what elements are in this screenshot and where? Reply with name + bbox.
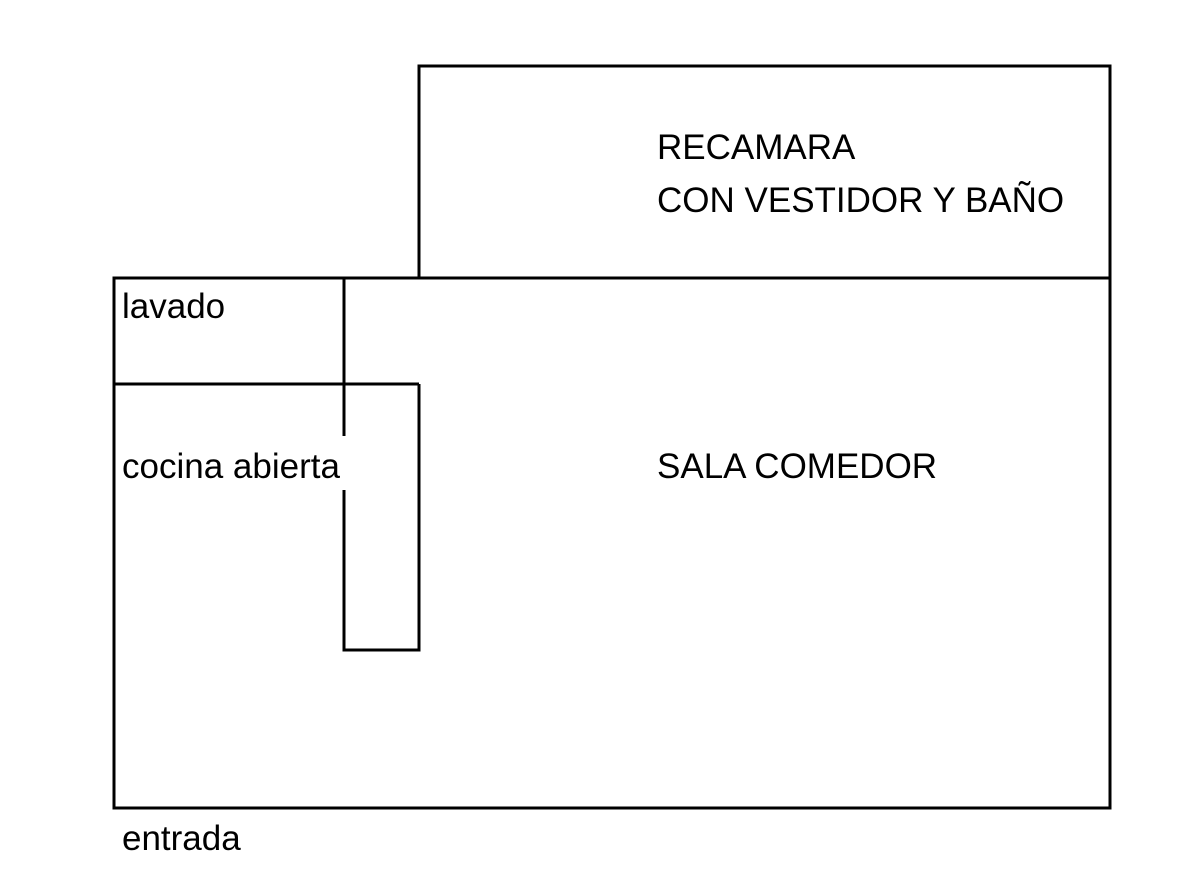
laundry-label: lavado — [122, 287, 225, 326]
kitchen-counter — [342, 384, 421, 652]
living-dining-label: SALA COMEDOR — [657, 447, 937, 486]
bedroom-label-line1: RECAMARA — [657, 128, 856, 167]
entrance-label: entrada — [122, 819, 241, 858]
bedroom-walls — [417, 64, 1112, 278]
kitchen-label: cocina abierta — [122, 447, 340, 486]
bedroom-label-line2: CON VESTIDOR Y BAÑO — [657, 181, 1064, 220]
main-floor-outline — [112, 276, 1112, 810]
